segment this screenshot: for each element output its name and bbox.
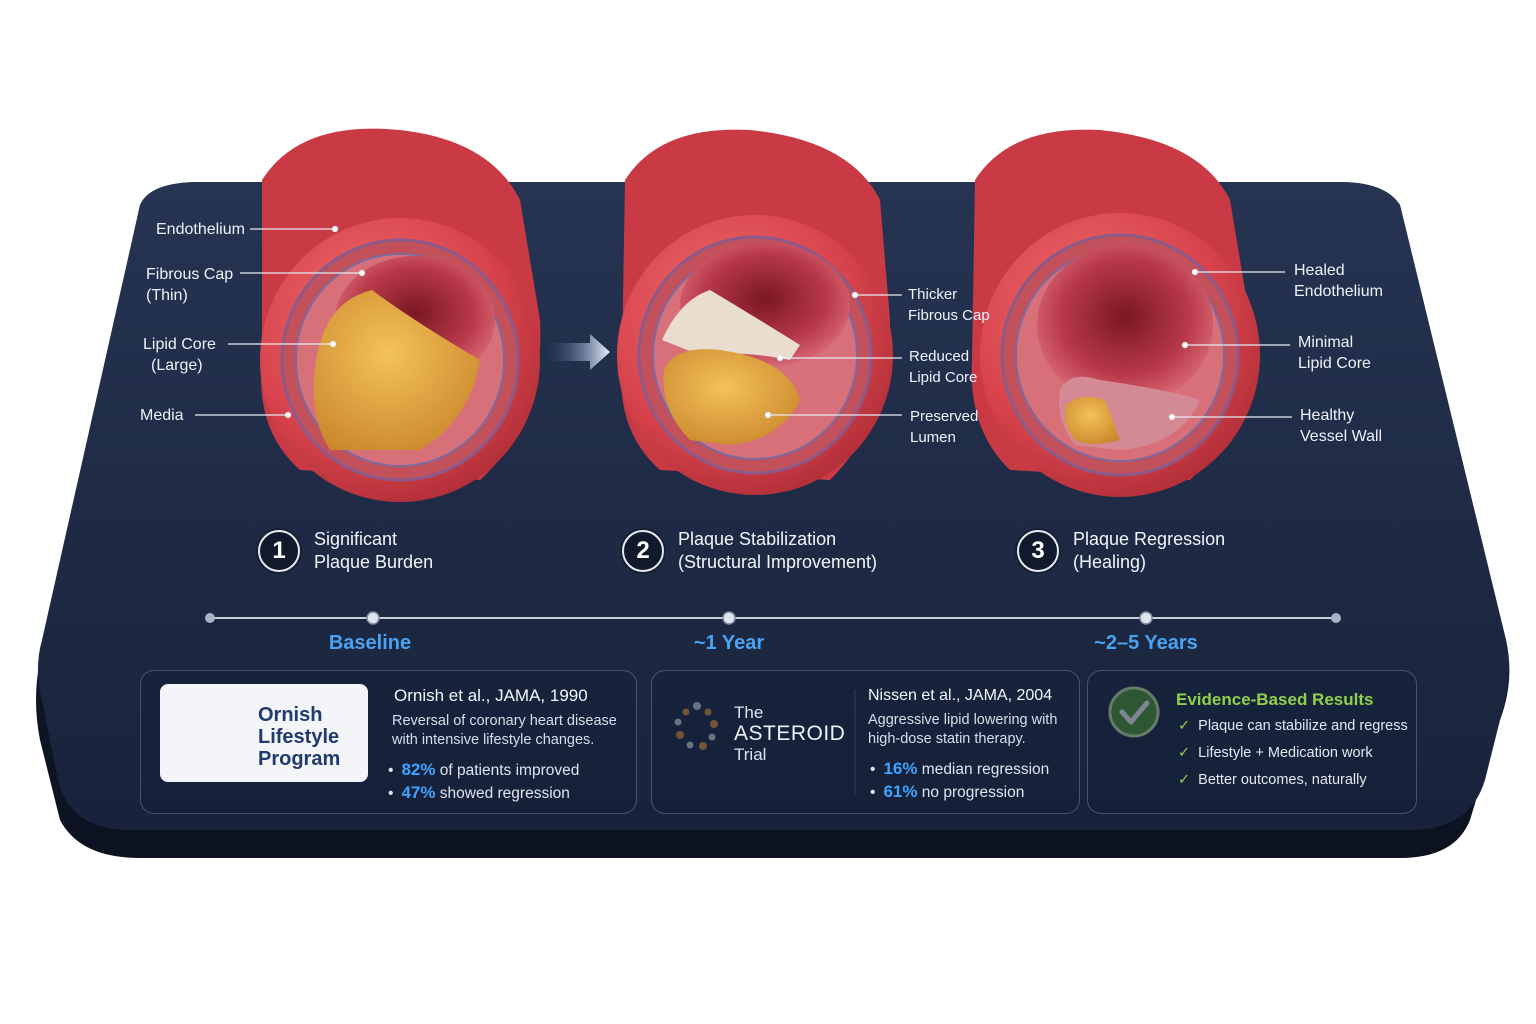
ornish-citation: Ornish et al., JAMA, 1990: [394, 686, 588, 705]
label-lipid-core-large: Lipid Core(Large): [143, 336, 216, 374]
checkmark-icon: ✓: [1178, 718, 1191, 734]
asteroid-stat-2: •61% no progression: [870, 782, 1025, 801]
evidence-item-1: ✓Plaque can stabilize and regress: [1178, 718, 1408, 734]
checkmark-icon: ✓: [1178, 745, 1191, 761]
timeline-label-2-5-years: ~2–5 Years: [1094, 632, 1198, 654]
label-endothelium: Endothelium: [156, 221, 245, 238]
evidence-item-3: ✓Better outcomes, naturally: [1178, 772, 1367, 788]
leader-lines-3: [1168, 268, 1292, 421]
stage-2-caption: 2 Plaque Stabilization(Structural Improv…: [622, 528, 877, 574]
stage-3-number: 3: [1017, 530, 1059, 572]
checkmark-icon: ✓: [1178, 772, 1191, 788]
asteroid-card: [651, 670, 1080, 814]
stage-3-caption: 3 Plaque Regression(Healing): [1017, 528, 1225, 574]
asteroid-citation: Nissen et al., JAMA, 2004: [868, 687, 1053, 704]
vessel-2: [617, 129, 893, 495]
timeline-label-1-year: ~1 Year: [693, 632, 765, 654]
stage-1-number: 1: [258, 530, 300, 572]
asteroid-stat-1: •16% median regression: [870, 759, 1050, 778]
ornish-stat-2: •47% showed regression: [388, 783, 570, 802]
label-fibrous-cap-thin: Fibrous Cap(Thin): [146, 266, 234, 304]
vessel-3: [971, 129, 1260, 497]
timeline-track: [205, 611, 1341, 625]
ornish-stat-1: •82% of patients improved: [388, 760, 580, 779]
label-media: Media: [140, 407, 184, 424]
evidence-item-2: ✓Lifestyle + Medication work: [1178, 745, 1373, 761]
evidence-card: [1087, 670, 1417, 814]
stage-2-number: 2: [622, 530, 664, 572]
evidence-title: Evidence-Based Results: [1176, 690, 1374, 709]
asteroid-logo-text: The ASTEROID Trial: [734, 703, 846, 764]
vessel-1: [260, 128, 541, 502]
leader-lines-2: [764, 291, 902, 419]
leader-lines-1: [195, 225, 366, 419]
progress-arrow: [548, 334, 610, 370]
timeline-label-baseline: Baseline: [328, 632, 412, 654]
